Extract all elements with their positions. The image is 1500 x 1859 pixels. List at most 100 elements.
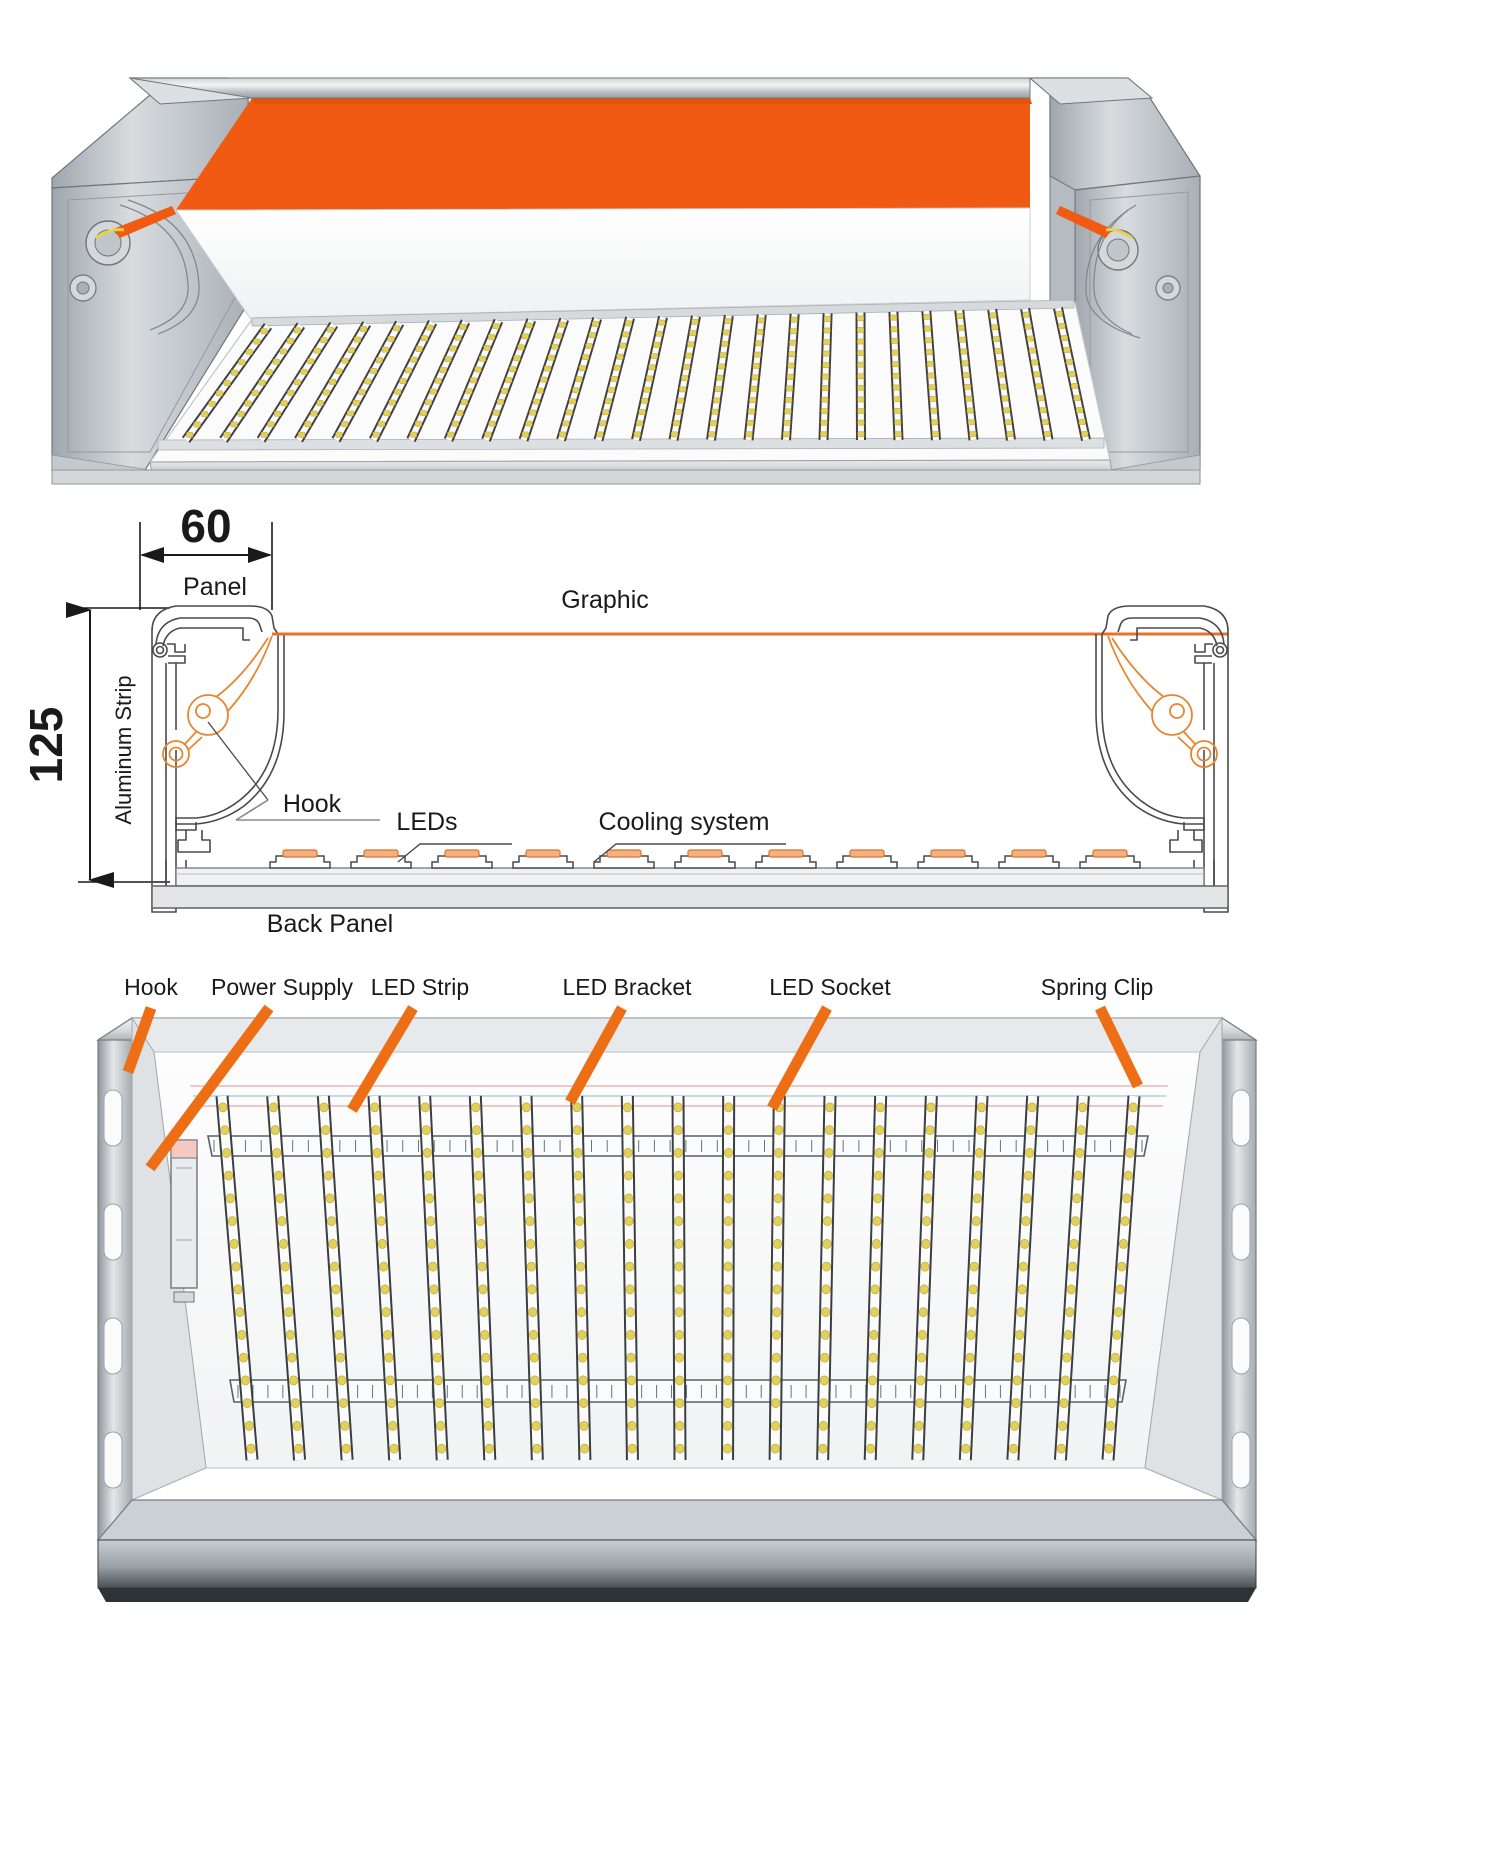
led-chip (636, 420, 644, 427)
led-chip (772, 1307, 782, 1318)
led-chip (820, 408, 828, 415)
led-chip (991, 324, 999, 331)
led-chip (536, 387, 544, 394)
led-chip (989, 312, 997, 319)
led-chip (1078, 419, 1086, 425)
led-chip (480, 1329, 490, 1340)
back-panel-bar (151, 867, 1229, 909)
led-chip (975, 1125, 985, 1136)
led-chip (456, 410, 464, 416)
led-chip (930, 407, 938, 414)
led-chip (1081, 431, 1089, 437)
label-back-panel: Back Panel (267, 910, 393, 938)
dimension-height-125: 125 (20, 602, 170, 888)
led-chip (626, 1329, 636, 1340)
led-chip (580, 1443, 590, 1454)
led-chip (822, 373, 829, 380)
led-chip (1037, 395, 1045, 402)
led-chip (624, 1238, 634, 1249)
led-chip (230, 421, 238, 428)
led-chip (770, 1443, 780, 1454)
led-chip (866, 1420, 876, 1431)
led-chip (320, 337, 328, 344)
led-chip (719, 352, 727, 358)
led-chip (341, 357, 349, 364)
led-chip (673, 1170, 683, 1181)
led-chip (588, 332, 596, 338)
led-chip (335, 368, 343, 375)
led-chip (675, 409, 683, 415)
led-chip (269, 1102, 279, 1113)
led-chip (360, 326, 368, 332)
led-chip (658, 319, 666, 326)
led-chip (1112, 1329, 1122, 1340)
led-chip (329, 1261, 339, 1272)
led-chip (784, 408, 792, 415)
led-chip (613, 364, 621, 371)
led-chip (857, 396, 865, 403)
led-chip (768, 849, 804, 858)
led-chip (967, 1307, 977, 1318)
led-chip (231, 369, 238, 376)
led-chip (526, 1238, 536, 1249)
led-chip (558, 321, 566, 328)
led-mount (431, 849, 493, 869)
led-chip (970, 1238, 980, 1249)
led-chip (914, 1420, 924, 1431)
led-chip (1022, 1193, 1032, 1204)
led-chip (607, 387, 615, 393)
led-chip (873, 1170, 883, 1181)
pointer-spring-clip (1095, 1005, 1143, 1089)
led-chip (237, 1329, 247, 1340)
led-chip (523, 1170, 533, 1181)
led-chip (229, 1238, 239, 1249)
led-chip (915, 1398, 925, 1409)
led-chip (414, 420, 422, 427)
led-chip (544, 365, 552, 372)
led-chip (820, 419, 828, 426)
led-chip (925, 1125, 935, 1136)
led-chip (683, 364, 691, 370)
led-chip (623, 1125, 633, 1136)
led-chip (924, 1147, 934, 1158)
led-chip (1066, 359, 1073, 365)
led-chip (289, 1375, 299, 1386)
led-chip (513, 355, 521, 362)
led-chip (540, 376, 548, 383)
led-chip (523, 1147, 533, 1158)
led-chip (1016, 1307, 1026, 1318)
led-chip (650, 353, 658, 359)
led-chip (478, 1284, 488, 1295)
led-chip (377, 1238, 387, 1249)
led-chip (572, 1125, 582, 1136)
led-chip (577, 1329, 587, 1340)
led-chip (956, 313, 964, 319)
led-chip (371, 1125, 381, 1136)
led-chip (823, 339, 831, 345)
led-chip (1127, 1125, 1137, 1136)
led-chip (1076, 1125, 1086, 1136)
led-chip (1033, 371, 1041, 378)
led-chip (689, 330, 697, 336)
label-cooling-system: Cooling system (599, 808, 770, 836)
led-chip (773, 1193, 783, 1204)
led-chip (430, 1307, 440, 1318)
led-chip (822, 1261, 832, 1272)
led-chip (857, 408, 865, 414)
led-strip (958, 1095, 989, 1461)
led-chip (472, 1125, 482, 1136)
led-chip (304, 421, 312, 427)
led-chip (387, 336, 395, 342)
led-chip (573, 1170, 583, 1181)
led-chip (723, 1216, 733, 1227)
led-chip (857, 361, 865, 368)
led-chip (773, 1238, 783, 1249)
led-chip (790, 328, 797, 335)
led-chip (964, 1375, 974, 1386)
led-strip (743, 314, 767, 441)
led-chip (724, 1102, 734, 1113)
led-chip (771, 1398, 781, 1409)
led-chip (1114, 1307, 1124, 1318)
led-chip (957, 325, 965, 331)
label-leds: LEDs (396, 808, 457, 836)
